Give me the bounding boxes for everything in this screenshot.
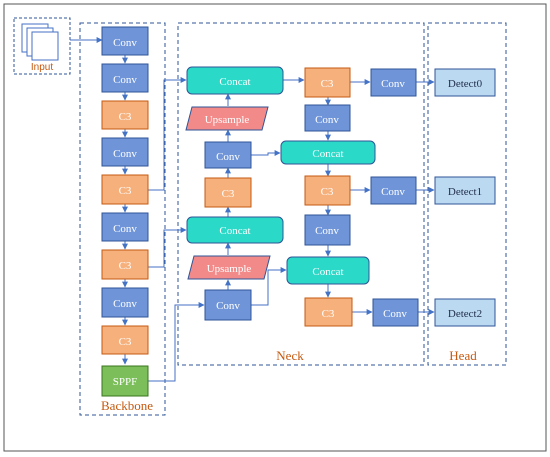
backbone-conv-4: Conv <box>101 212 149 242</box>
neck-conv-c: Conv <box>304 214 351 246</box>
svg-text:Concat: Concat <box>312 266 343 278</box>
svg-text:Conv: Conv <box>113 37 137 49</box>
input-stack-icon <box>21 23 59 61</box>
input-section-box <box>13 17 71 75</box>
svg-text:Detect2: Detect2 <box>448 308 482 320</box>
detect-2: Detect2 <box>434 298 496 327</box>
svg-text:Upsample: Upsample <box>207 263 252 275</box>
svg-text:C3: C3 <box>119 111 132 123</box>
neck-c3-mid: C3 <box>204 177 252 208</box>
head-conv-2: Conv <box>372 298 419 327</box>
backbone-c3-2: C3 <box>101 174 149 205</box>
backbone-conv-1: Conv <box>101 26 149 56</box>
backbone-conv-2: Conv <box>101 63 149 93</box>
neck-concat-c: Concat <box>286 256 370 285</box>
neck-nodes: Concat Upsample Conv C3 Concat Upsample … <box>185 66 419 327</box>
neck-label: Neck <box>276 348 304 363</box>
svg-text:C3: C3 <box>119 185 132 197</box>
neck-concat-mid: Concat <box>186 216 284 244</box>
svg-text:Conv: Conv <box>113 223 137 235</box>
neck-concat-b: Concat <box>280 140 376 165</box>
svg-text:Conv: Conv <box>113 148 137 160</box>
svg-text:Concat: Concat <box>312 148 343 160</box>
neck-c3-b: C3 <box>304 175 351 206</box>
backbone-c3-3: C3 <box>101 249 149 280</box>
svg-text:C3: C3 <box>119 260 132 272</box>
connectors <box>70 37 435 382</box>
head-conv-0: Conv <box>370 68 417 97</box>
svg-text:Conv: Conv <box>381 186 405 198</box>
svg-text:Conv: Conv <box>381 78 405 90</box>
outer-frame <box>3 3 547 452</box>
svg-text:Conv: Conv <box>315 225 339 237</box>
head-label: Head <box>449 348 477 363</box>
backbone-c3-1: C3 <box>101 100 149 130</box>
neck-upsample-bottom: Upsample <box>187 255 271 280</box>
neck-c3-c: C3 <box>304 297 353 327</box>
neck-conv-a: Conv <box>304 104 351 132</box>
neck-c3-top: C3 <box>304 67 351 98</box>
neck-concat-top: Concat <box>186 66 284 95</box>
svg-text:C3: C3 <box>321 78 334 90</box>
svg-text:Conv: Conv <box>113 298 137 310</box>
svg-text:Detect0: Detect0 <box>448 78 483 90</box>
svg-text:Detect1: Detect1 <box>448 186 482 198</box>
backbone-label: Backbone <box>101 398 153 413</box>
head-conv-1: Conv <box>370 176 417 205</box>
backbone-section-box <box>79 22 166 416</box>
svg-text:Concat: Concat <box>219 225 250 237</box>
svg-text:Conv: Conv <box>216 300 240 312</box>
backbone-conv-3: Conv <box>101 137 149 167</box>
neck-conv-bottom: Conv <box>204 289 252 321</box>
detect-1: Detect1 <box>434 176 496 205</box>
svg-text:Conv: Conv <box>113 74 137 86</box>
svg-text:C3: C3 <box>321 186 334 198</box>
svg-text:Conv: Conv <box>383 308 407 320</box>
svg-text:Upsample: Upsample <box>205 114 250 126</box>
svg-text:Concat: Concat <box>219 76 250 88</box>
detect-0: Detect0 <box>434 68 496 97</box>
svg-text:SPPF: SPPF <box>113 376 137 388</box>
svg-text:Conv: Conv <box>216 151 240 163</box>
neck-conv-mid: Conv <box>204 141 252 169</box>
svg-text:Conv: Conv <box>315 114 339 126</box>
backbone-sppf: SPPF <box>101 365 149 397</box>
backbone-conv-5: Conv <box>101 287 149 318</box>
head-section-box <box>427 22 507 366</box>
input-label: Input <box>31 62 53 73</box>
backbone-c3-4: C3 <box>101 325 149 355</box>
neck-section-box <box>177 22 425 366</box>
head-nodes: Detect0 Detect1 Detect2 <box>434 68 496 327</box>
svg-text:C3: C3 <box>222 188 235 200</box>
neck-upsample-top: Upsample <box>185 106 269 131</box>
svg-text:C3: C3 <box>119 336 132 348</box>
backbone-nodes: Conv Conv C3 Conv C3 Conv C3 Conv <box>101 26 149 397</box>
svg-text:C3: C3 <box>322 308 335 320</box>
